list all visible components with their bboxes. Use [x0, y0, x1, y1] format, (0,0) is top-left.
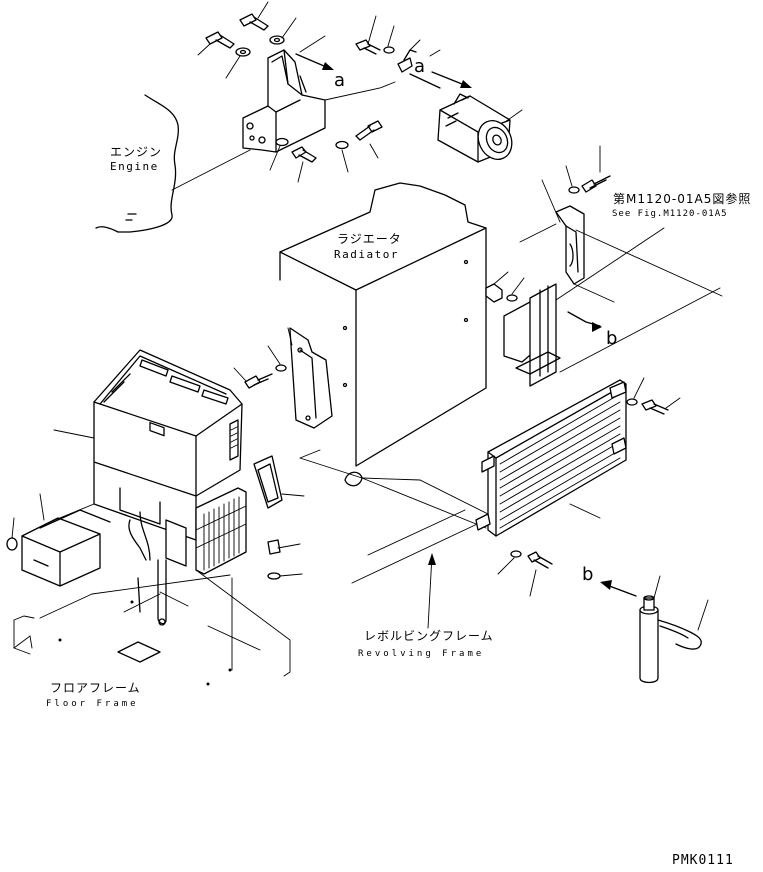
condenser-bracket — [485, 145, 723, 387]
receiver-drier — [600, 575, 709, 684]
radiator-outline — [279, 182, 487, 467]
condenser — [475, 377, 681, 597]
compressor — [437, 93, 523, 163]
air-conditioner-unit — [6, 349, 305, 626]
ref-marker-b-condenser: b — [606, 328, 618, 349]
radiator-label-jp: ラジエータ — [337, 232, 402, 246]
ref-marker-a-bracket: a — [334, 70, 346, 91]
floor-frame-label-en: Floor Frame — [46, 699, 139, 709]
radiator-bolt — [233, 345, 287, 389]
radiator-label-en: Radiator — [334, 248, 399, 261]
engine-label-jp: エンジン — [110, 145, 163, 159]
see-fig-label-jp: 第M1120-01A5図参照 — [613, 192, 752, 206]
radiator-side-bracket — [287, 327, 333, 429]
revolving-frame-label-jp: レボルビングフレーム — [364, 629, 494, 643]
floor-frame-label-jp: フロアフレーム — [50, 681, 141, 695]
floor-frame — [13, 503, 291, 686]
ref-marker-a-compressor: a — [414, 56, 426, 77]
ref-marker-b-receiver: b — [582, 564, 594, 585]
revolving-frame-label-en: Revolving Frame — [358, 649, 485, 659]
compressor-bracket — [242, 49, 396, 153]
revolving-frame-lines — [299, 449, 501, 629]
compressor-fittings — [355, 15, 472, 89]
see-fig-label-en: See Fig.M1120-01A5 — [612, 209, 728, 219]
engine-outline — [95, 94, 251, 233]
engine-label-en: Engine — [110, 160, 159, 173]
figure-code: PMK0111 — [672, 853, 734, 868]
bracket-bolts — [197, 1, 383, 183]
